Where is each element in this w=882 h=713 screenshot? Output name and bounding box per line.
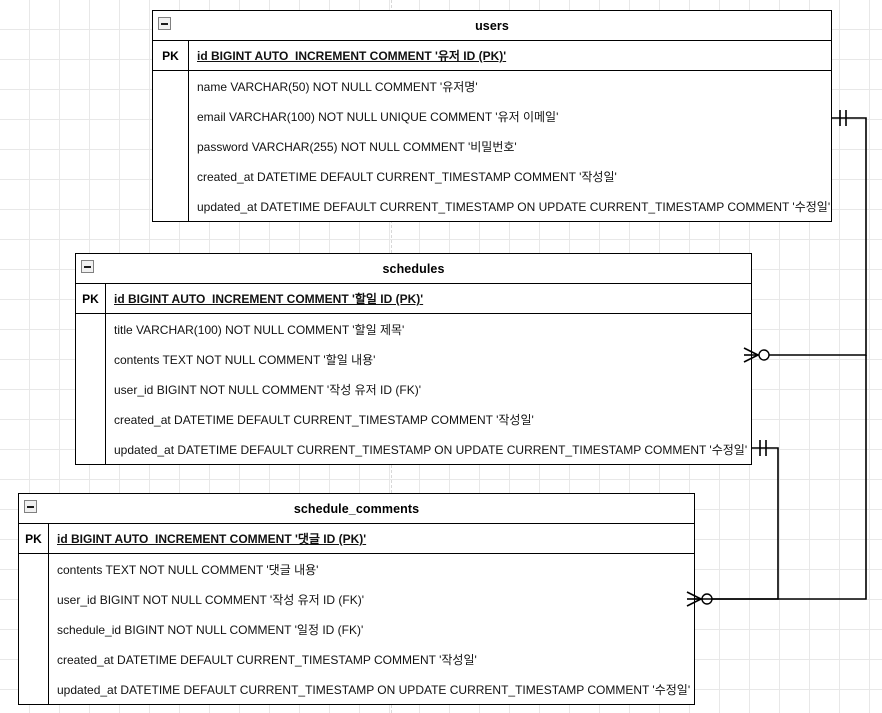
attribute-key-cell bbox=[19, 674, 49, 704]
attribute-definition: created_at DATETIME DEFAULT CURRENT_TIME… bbox=[197, 169, 617, 184]
minus-box-icon[interactable] bbox=[24, 500, 37, 513]
attribute-row[interactable]: name VARCHAR(50) NOT NULL COMMENT '유저명' bbox=[153, 71, 831, 101]
attribute-definition: id BIGINT AUTO_INCREMENT COMMENT '댓글 ID … bbox=[57, 532, 367, 546]
attribute-key-cell bbox=[19, 644, 49, 674]
attribute-row[interactable]: updated_at DATETIME DEFAULT CURRENT_TIME… bbox=[19, 674, 694, 704]
attribute-row[interactable]: email VARCHAR(100) NOT NULL UNIQUE COMME… bbox=[153, 101, 831, 131]
attribute-key-cell bbox=[76, 374, 106, 404]
attribute-definition: updated_at DATETIME DEFAULT CURRENT_TIME… bbox=[57, 682, 691, 697]
attribute-row[interactable]: contents TEXT NOT NULL COMMENT '할일 내용' bbox=[76, 344, 751, 374]
attribute-key-cell bbox=[76, 404, 106, 434]
attribute-row-pk[interactable]: PK id BIGINT AUTO_INCREMENT COMMENT '댓글 I… bbox=[19, 524, 694, 554]
minus-box-icon[interactable] bbox=[81, 260, 94, 273]
attribute-key-cell bbox=[153, 161, 189, 191]
attribute-definition: user_id BIGINT NOT NULL COMMENT '작성 유저 I… bbox=[114, 382, 422, 397]
attribute-row[interactable]: updated_at DATETIME DEFAULT CURRENT_TIME… bbox=[76, 434, 751, 464]
attribute-key-cell bbox=[76, 434, 106, 464]
attribute-definition: contents TEXT NOT NULL COMMENT '할일 내용' bbox=[114, 352, 376, 367]
attribute-key-cell: PK bbox=[76, 284, 106, 313]
entity-title: schedules bbox=[382, 261, 445, 276]
attribute-definition: user_id BIGINT NOT NULL COMMENT '작성 유저 I… bbox=[57, 592, 365, 607]
minus-box-icon[interactable] bbox=[158, 17, 171, 30]
attribute-definition: title VARCHAR(100) NOT NULL COMMENT '할일 … bbox=[114, 322, 405, 337]
attribute-row[interactable]: created_at DATETIME DEFAULT CURRENT_TIME… bbox=[153, 161, 831, 191]
attribute-definition: id BIGINT AUTO_INCREMENT COMMENT '유저 ID … bbox=[197, 49, 507, 63]
attribute-definition: schedule_id BIGINT NOT NULL COMMENT '일정 … bbox=[57, 622, 364, 637]
attribute-row[interactable]: schedule_id BIGINT NOT NULL COMMENT '일정 … bbox=[19, 614, 694, 644]
attribute-key-cell bbox=[153, 101, 189, 131]
attribute-row[interactable]: created_at DATETIME DEFAULT CURRENT_TIME… bbox=[19, 644, 694, 674]
attribute-row[interactable]: password VARCHAR(255) NOT NULL COMMENT '… bbox=[153, 131, 831, 161]
attribute-key-cell bbox=[76, 314, 106, 344]
attribute-key-cell: PK bbox=[153, 41, 189, 70]
attribute-row[interactable]: title VARCHAR(100) NOT NULL COMMENT '할일 … bbox=[76, 314, 751, 344]
attribute-definition: created_at DATETIME DEFAULT CURRENT_TIME… bbox=[57, 652, 477, 667]
attribute-row[interactable]: updated_at DATETIME DEFAULT CURRENT_TIME… bbox=[153, 191, 831, 221]
attribute-row[interactable]: user_id BIGINT NOT NULL COMMENT '작성 유저 I… bbox=[19, 584, 694, 614]
attribute-key-cell bbox=[19, 584, 49, 614]
entity-header-schedules[interactable]: schedules bbox=[76, 254, 751, 284]
attribute-row-pk[interactable]: PK id BIGINT AUTO_INCREMENT COMMENT '유저 I… bbox=[153, 41, 831, 71]
attribute-key-cell bbox=[76, 344, 106, 374]
attribute-definition: updated_at DATETIME DEFAULT CURRENT_TIME… bbox=[114, 442, 748, 457]
attribute-key-cell bbox=[153, 191, 189, 221]
attribute-key-cell bbox=[19, 614, 49, 644]
attribute-definition: contents TEXT NOT NULL COMMENT '댓글 내용' bbox=[57, 562, 319, 577]
entity-header-users[interactable]: users bbox=[153, 11, 831, 41]
attribute-definition: email VARCHAR(100) NOT NULL UNIQUE COMME… bbox=[197, 109, 559, 124]
attribute-key-cell: PK bbox=[19, 524, 49, 553]
attribute-definition: created_at DATETIME DEFAULT CURRENT_TIME… bbox=[114, 412, 534, 427]
attribute-row[interactable]: contents TEXT NOT NULL COMMENT '댓글 내용' bbox=[19, 554, 694, 584]
attribute-row[interactable]: created_at DATETIME DEFAULT CURRENT_TIME… bbox=[76, 404, 751, 434]
entity-header-schedule_comments[interactable]: schedule_comments bbox=[19, 494, 694, 524]
entity-title: schedule_comments bbox=[293, 501, 420, 516]
attribute-key-cell bbox=[19, 554, 49, 584]
attribute-definition: password VARCHAR(255) NOT NULL COMMENT '… bbox=[197, 139, 517, 154]
attribute-definition: name VARCHAR(50) NOT NULL COMMENT '유저명' bbox=[197, 79, 478, 94]
attribute-key-cell bbox=[153, 131, 189, 161]
attribute-row[interactable]: user_id BIGINT NOT NULL COMMENT '작성 유저 I… bbox=[76, 374, 751, 404]
attribute-definition: updated_at DATETIME DEFAULT CURRENT_TIME… bbox=[197, 199, 831, 214]
attribute-definition: id BIGINT AUTO_INCREMENT COMMENT '할일 ID … bbox=[114, 292, 424, 306]
entity-title: users bbox=[475, 18, 509, 33]
attribute-row-pk[interactable]: PK id BIGINT AUTO_INCREMENT COMMENT '할일 I… bbox=[76, 284, 751, 314]
attribute-key-cell bbox=[153, 71, 189, 101]
